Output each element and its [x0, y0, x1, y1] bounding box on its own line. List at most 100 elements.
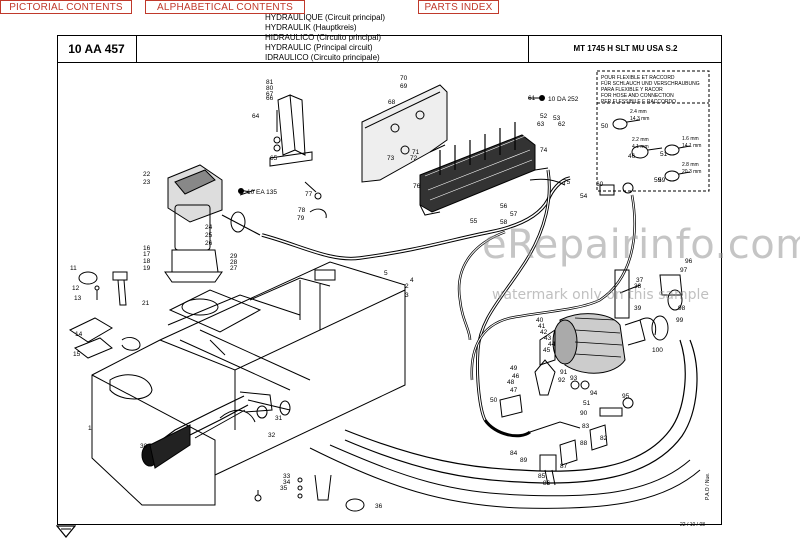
callout-number: 3 [405, 292, 409, 299]
callout-number: 52 [540, 113, 548, 120]
callout-number: 58 [500, 219, 508, 226]
callout-number: 39 [634, 305, 642, 312]
callout-number: 96 [685, 258, 693, 265]
callout-number: 91 [560, 369, 568, 376]
callout-number: 49 [510, 365, 518, 372]
callout-number: 81 [266, 79, 274, 86]
callout-number: 92 [558, 377, 566, 384]
callout-number: 64 [252, 113, 260, 120]
callout-number: 53 [553, 115, 561, 122]
callout-number: 62 [558, 121, 566, 128]
callout-number: 89 [520, 457, 528, 464]
callout-number: 42 [540, 329, 548, 336]
callout-number: 83 [582, 423, 590, 430]
callout-number: 68 [388, 99, 396, 106]
callout-number: 28 [230, 259, 238, 266]
callout-number: 70 [400, 75, 408, 82]
callout-number: 82 [600, 435, 608, 442]
callout-number: 85 [538, 473, 546, 480]
callout-number: 2 [405, 283, 409, 290]
callout-number: 98 [678, 305, 686, 312]
callout-number: 66 [266, 95, 274, 102]
callout-number: 71 [412, 149, 420, 156]
callout-number: 63 [537, 121, 545, 128]
watermark-subtitle: watermark only on this sample [492, 287, 710, 303]
callout-number: 32 [268, 432, 276, 439]
note-item-num: 50 [601, 123, 609, 130]
callout-number: 1 [88, 425, 92, 432]
callout-number: 5 [384, 270, 388, 277]
drawing-reference: 10 AA 457 [57, 35, 137, 63]
callout-number: 69 [400, 83, 408, 90]
title-es: HIDRAULICO (Circuito principal) [265, 33, 382, 42]
callout-number: 44 [548, 341, 556, 348]
callout-number: 76 [413, 183, 421, 190]
callout-number: 93 [570, 375, 578, 382]
callout-number: 67 [266, 91, 274, 98]
callout-number: 22 [143, 171, 151, 178]
callout-number: 36 [375, 503, 383, 510]
callout-number: 65 [270, 155, 278, 162]
callout-number: 41 [538, 323, 546, 330]
tank-top-edge [159, 289, 406, 371]
callout-number: 60 [596, 181, 604, 188]
callout-number: 86 [543, 480, 551, 487]
title-de: HYDRAULIK (Hauptkreis) [265, 23, 357, 32]
callout-number: 17 [143, 251, 151, 258]
callout-number: 25 [205, 232, 213, 239]
note-item-a: 2.4 mm [630, 109, 647, 115]
callout-number: 54 [580, 193, 588, 200]
note-line: PER FLESSIBILE E RACCORDO [601, 99, 676, 105]
drawing-date: 22 / 10 / 08 [680, 522, 706, 528]
callout-number: 57 [510, 211, 518, 218]
ref-right: 10 DA 252 [548, 96, 579, 103]
note-item-b: 4.1 mm [632, 144, 649, 150]
down-arrow-icon[interactable] [56, 525, 76, 539]
tab-alphabetical-contents[interactable]: ALPHABETICAL CONTENTS [145, 0, 305, 14]
note-item-num: 46 [628, 153, 636, 160]
callout-number: 31 [275, 415, 283, 422]
callout-number: 75 [563, 179, 571, 186]
note-item-a: 1.6 mm [682, 136, 699, 142]
tank-outline [91, 261, 406, 506]
tab-pictorial-contents[interactable]: PICTORIAL CONTENTS [0, 0, 132, 14]
callout-number: 43 [544, 335, 552, 342]
note-item-b: 14.1 mm [682, 143, 701, 149]
note-line: FOR HOSE AND CONNECTION [601, 93, 674, 99]
drawing-frame [57, 35, 722, 525]
callout-number: 84 [510, 450, 518, 457]
callout-number: 12 [72, 285, 80, 292]
ref-left: 10 EA 135 [247, 189, 277, 196]
note-box: POUR FLEXIBLE ET RACCORD FÜR SCHLAUCH UN… [601, 75, 701, 184]
note-line: FÜR SCHLAUCH UND VERSCHRAUBUNG [601, 80, 700, 87]
callout-number: 33 [283, 473, 291, 480]
note-item-a: 2.2 mm [632, 137, 649, 143]
callout-number: 37 [636, 277, 644, 284]
note-item-num: 59 [658, 177, 666, 184]
title-en: HYDRAULIC (Principal circuit) [265, 43, 373, 52]
callout-number: 18 [143, 258, 151, 265]
title-fr: HYDRAULIQUE (Circuit principal) [265, 13, 386, 22]
callout-number: 79 [297, 215, 305, 222]
callout-number: 59 [654, 177, 662, 184]
callout-number: 94 [590, 390, 598, 397]
note-item-num: 51 [660, 151, 668, 158]
callout-number: 13 [74, 295, 82, 302]
callout-number: 35 [280, 485, 288, 492]
callout-number: 48 [507, 379, 515, 386]
callout-number: 24 [205, 224, 213, 231]
callout-number: 80 [266, 85, 274, 92]
callout-number: 45 [543, 347, 551, 354]
header-divider [137, 62, 528, 63]
callout-number: 34 [283, 479, 291, 486]
note-line: PARA FLEXIBLE Y RACOR [601, 87, 663, 93]
tab-parts-index[interactable]: PARTS INDEX [418, 0, 499, 14]
callout-number: 61 [528, 95, 536, 102]
callout-number: 50 [490, 397, 498, 404]
note-line: POUR FLEXIBLE ET RACCORD [601, 75, 675, 81]
callout-number: 14 [75, 331, 83, 338]
arrow-icon [539, 95, 545, 101]
tank-hatch [109, 374, 153, 400]
note-item-b: 14.3 mm [630, 116, 649, 122]
